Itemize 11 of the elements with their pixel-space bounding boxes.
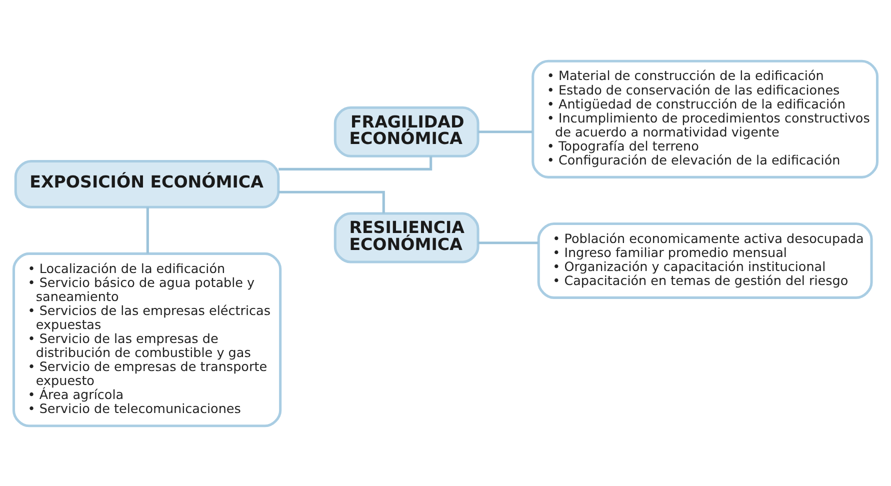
- node-box: EXPOSICIÓN ECONÓMICA: [14, 159, 280, 208]
- node-box: • Localización de la edificación • Servicio básico de agua potable y saneamiento • Servicios de las empresas eléctricas expuestas • Servicio de las empresas de distribución de combustible y gas • Servicio de empresas de transporte expuesto • Área agrícola • Servicio de telecomunicaciones: [12, 252, 282, 427]
- node-box: FRAGILIDAD ECONÓMICA: [334, 106, 480, 157]
- connector: [278, 156, 432, 170]
- connector: [278, 190, 385, 213]
- connector: [478, 130, 532, 133]
- connector: [478, 241, 538, 244]
- node-box: RESILIENCIA ECONÓMICA: [334, 212, 480, 263]
- node-box: • Material de construcción de la edificación • Estado de conservación de las edificaciones • Antigüedad de construcción de la edificación • Incumplimiento de procedimientos constructivos de acuerdo a normatividad vigente • Topografía del terreno • Configuración de elevación de la edificación: [532, 59, 879, 178]
- connector: [146, 206, 149, 254]
- node-box: • Población economicamente activa desocupada • Ingreso familiar promedio mensual • Organización y capacitación institucional • Capacitación en temas de gestión del riesgo: [537, 222, 873, 298]
